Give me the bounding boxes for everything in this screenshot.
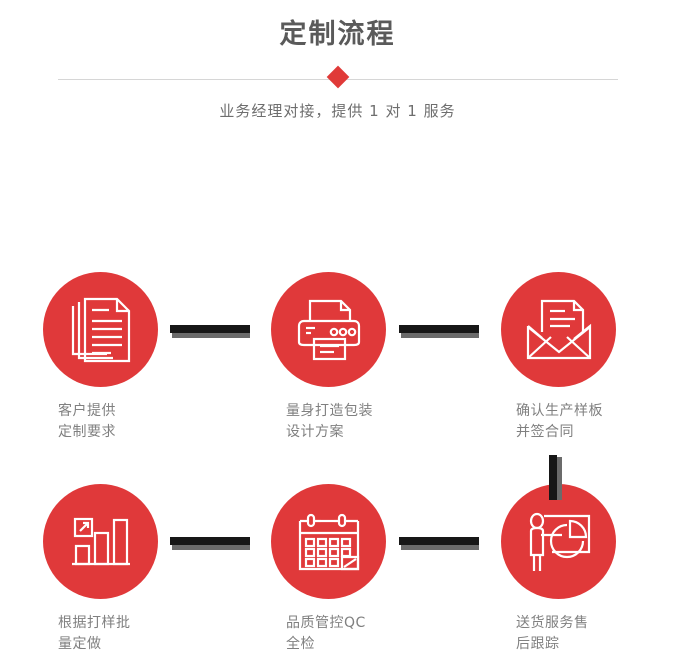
connector-shadow: [557, 457, 562, 500]
presenter-pie-chart-icon: [526, 511, 592, 573]
connector-step3-step6: [549, 455, 562, 500]
flow-step-4-label: 根据打样批 量定做: [58, 615, 131, 652]
flow-step-1: 客户提供 定制要求: [20, 272, 195, 443]
connector-step2-step3: [399, 325, 479, 338]
flow-step-6: 送货服务售 后跟踪: [478, 484, 653, 655]
page-title: 定制流程: [279, 19, 396, 50]
connector-step1-step2: [170, 325, 250, 338]
connector-bar: [170, 537, 250, 545]
flow-step-6-label: 送货服务售 后跟踪: [516, 615, 589, 652]
flow-step-1-label: 客户提供 定制要求: [58, 403, 116, 440]
flow-step-2: 量身打造包装 设计方案: [248, 272, 423, 443]
flow-step-6-circle: [501, 484, 616, 599]
connector-step4-step5: [170, 537, 250, 550]
connector-bar: [399, 537, 479, 545]
flow-step-2-label: 量身打造包装 设计方案: [286, 403, 373, 440]
title-divider: [57, 65, 618, 92]
flow-step-4: 根据打样批 量定做: [20, 484, 195, 655]
bar-chart-growth-icon: [70, 513, 132, 571]
documents-icon: [70, 297, 132, 363]
flow-step-2-circle: [271, 272, 386, 387]
connector-bar: [399, 325, 479, 333]
connector-shadow: [401, 333, 479, 338]
flow-step-4-circle: [43, 484, 158, 599]
flow-step-3: 确认生产样板 并签合同: [478, 272, 653, 443]
printer-icon: [296, 299, 362, 361]
diamond-icon: [326, 65, 349, 89]
connector-shadow: [172, 545, 250, 550]
flow-step-5-label: 品质管控QC 全检: [286, 615, 366, 652]
connector-step5-step6: [399, 537, 479, 550]
page-header: 定制流程 业务经理对接，提供 1 对 1 服务: [0, 0, 675, 122]
flow-step-5-circle: [271, 484, 386, 599]
process-flow-diagram: 客户提供 定制要求 量身打造包装 设计方案: [0, 122, 675, 652]
connector-shadow: [401, 545, 479, 550]
connector-shadow: [172, 333, 250, 338]
flow-step-5: 品质管控QC 全检: [248, 484, 423, 655]
flow-step-3-label: 确认生产样板 并签合同: [516, 403, 603, 440]
flow-step-1-circle: [43, 272, 158, 387]
page-subtitle: 业务经理对接，提供 1 对 1 服务: [219, 102, 456, 120]
envelope-document-icon: [525, 299, 593, 361]
connector-bar: [170, 325, 250, 333]
calendar-icon: [297, 512, 361, 572]
flow-step-3-circle: [501, 272, 616, 387]
connector-bar: [549, 455, 557, 500]
